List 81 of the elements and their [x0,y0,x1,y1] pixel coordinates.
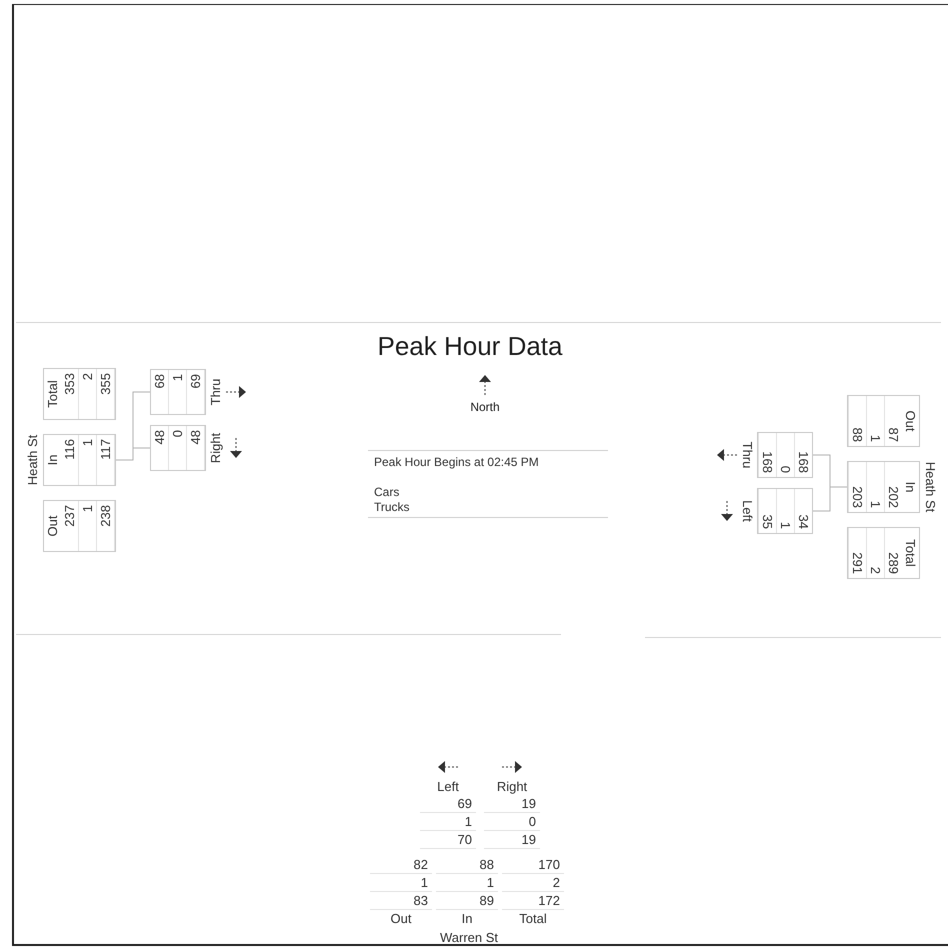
count-value: 69 [420,795,476,813]
count-table [847,527,920,579]
count-value: 89 [436,892,498,910]
count-value: 87 [884,396,902,446]
count-value: 291 [848,528,866,578]
count-value: 238 [97,501,115,551]
count-value: 35 [758,489,776,533]
count-value: 2 [866,528,884,578]
count-value: 68 [151,370,169,414]
street-name: Heath St [25,434,41,486]
column-header: In [902,480,919,494]
count-table [43,368,116,420]
count-value: 0 [169,426,187,470]
count-value: 2 [502,874,564,892]
count-value: 168 [758,433,776,477]
count-value: 289 [884,528,902,578]
connector-line [812,486,848,512]
peak-hour-note: Peak Hour Begins at 02:45 PM [374,455,540,470]
diagram-title: Peak Hour Data [376,330,564,362]
count-value: 1 [79,435,97,485]
count-value: 0 [776,433,794,477]
count-value: 70 [420,831,476,849]
count-value: 203 [848,462,866,512]
movement-label: Left [740,500,755,522]
column-header: Total [44,379,61,410]
column-header: In [460,910,474,927]
count-value: 1 [866,396,884,446]
count-value: 116 [61,435,79,485]
vehicle-class-label: Cars [374,485,400,500]
count-value: 34 [794,489,812,533]
count-value: 170 [502,856,564,874]
count-table [150,425,206,471]
count-value: 48 [151,426,169,470]
count-value: 172 [502,892,564,910]
column-header: Out [902,410,919,434]
info-box [368,450,608,518]
movement-label: Thru [208,378,223,406]
count-value: 2 [79,369,97,419]
count-value: 48 [187,426,205,470]
movement-label: Right [208,432,223,464]
vehicle-class-label: Trucks [374,500,411,515]
count-value: 19 [484,831,540,849]
count-table [43,434,116,486]
connector-line [116,448,150,460]
count-value: 88 [436,856,498,874]
count-value: 0 [484,813,540,831]
count-table [43,500,116,552]
count-value: 353 [61,369,79,419]
count-value: 1 [776,489,794,533]
column-header: Right [496,778,528,795]
count-value: 1 [866,462,884,512]
count-value: 355 [97,369,115,419]
street-name: Warren St [440,930,498,945]
column-header: Total [902,538,919,569]
count-table [150,369,206,415]
count-table [757,432,813,478]
count-value: 1 [436,874,498,892]
movement-label: Thru [740,442,755,468]
compass-label: North [470,399,500,416]
count-table [847,461,920,513]
count-value: 168 [794,433,812,477]
count-value: 19 [484,795,540,813]
count-value: 69 [187,370,205,414]
count-value: 202 [884,462,902,512]
count-value: 83 [370,892,432,910]
count-value: 237 [61,501,79,551]
count-value: 82 [370,856,432,874]
count-value: 1 [420,813,476,831]
column-header: Out [390,910,412,927]
street-name: Heath St [922,462,938,512]
count-value: 1 [370,874,432,892]
count-value: 1 [169,370,187,414]
count-value: 88 [848,396,866,446]
column-header: Left [436,778,460,795]
count-table [757,488,813,534]
count-table [847,395,920,447]
count-value: 117 [97,435,115,485]
column-header: Out [44,514,61,538]
column-header: Total [518,910,548,927]
count-value: 1 [79,501,97,551]
column-header: In [44,454,61,468]
